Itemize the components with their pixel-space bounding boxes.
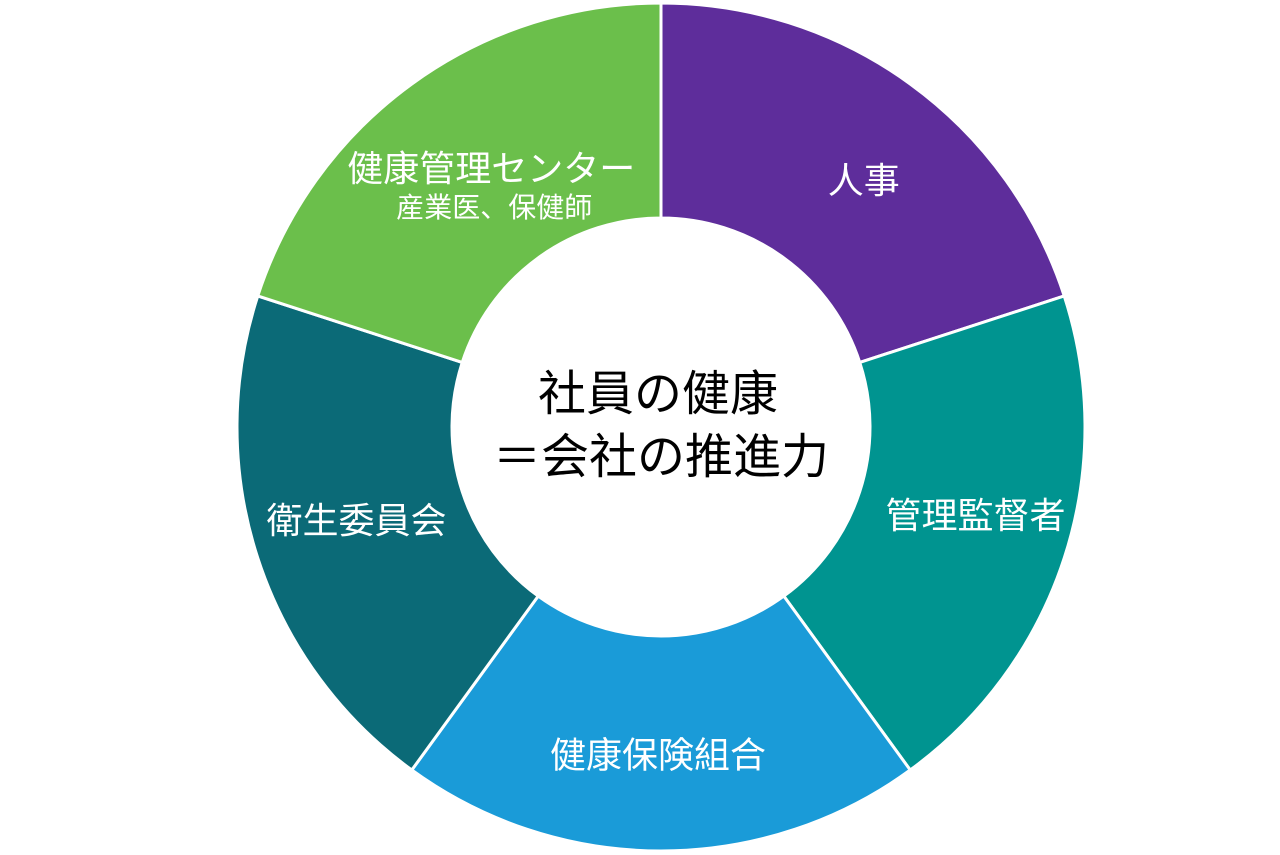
segment-label-health-care-center: 健康管理センター (347, 149, 635, 190)
center-title-line1: 社員の健康 (538, 366, 778, 422)
segment-hygiene-committee (235, 294, 540, 772)
segment-supervisors (782, 294, 1087, 772)
center-title-line2: ＝会社の推進力 (493, 429, 829, 485)
segment-health-care-center (256, 1, 663, 364)
segment-label-health-insurance-union: 健康保険組合 (550, 736, 766, 777)
segment-hr (659, 1, 1066, 364)
segment-sublabel-health-care-center: 産業医、保健師 (396, 191, 592, 224)
segment-label-supervisors: 管理監督者 (886, 496, 1066, 537)
segment-health-insurance-union (410, 594, 912, 853)
segment-label-hr: 人事 (828, 161, 900, 202)
segment-label-hygiene-committee: 衛生委員会 (266, 501, 446, 542)
